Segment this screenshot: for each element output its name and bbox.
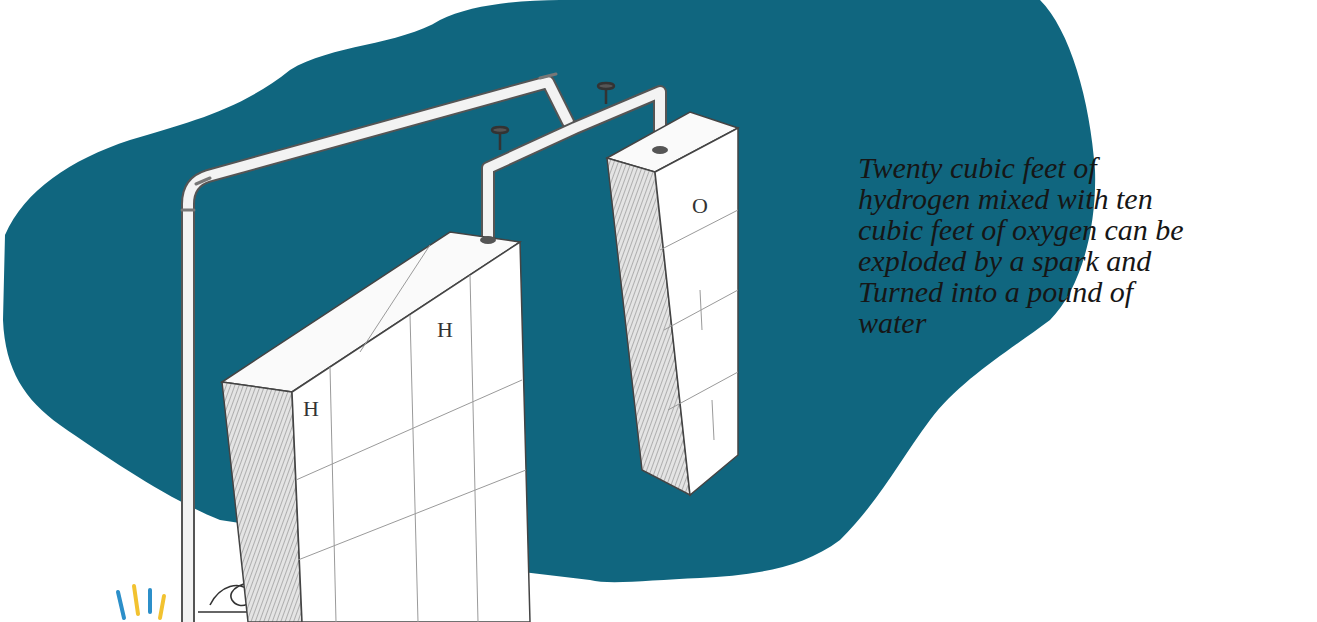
caption-note: Twenty cubic feet of hydrogen mixed with… [858,152,1203,338]
tank-outlet [652,146,668,154]
block-seam [664,290,738,330]
tank-letter: H [303,397,319,421]
tank-letter: H [437,318,453,342]
block-seam [668,372,738,410]
block-seam [296,380,522,480]
block-seam [298,470,526,560]
tank-outlet [480,236,496,244]
tank-face [292,242,530,622]
oxygen-tank: O [600,108,745,500]
block-seam [360,245,430,352]
block-seam [330,367,336,622]
tank-drawing [600,108,745,500]
block-seam [712,400,714,440]
hydrogen-tank: HH [215,225,595,622]
block-seam [470,275,478,622]
block-seam [700,290,702,330]
tank-face [222,382,302,622]
tank-face [655,128,738,495]
tank-letter: O [692,194,708,218]
block-seam [410,315,418,622]
tank-drawing [215,225,595,622]
spark-rays [118,586,164,618]
